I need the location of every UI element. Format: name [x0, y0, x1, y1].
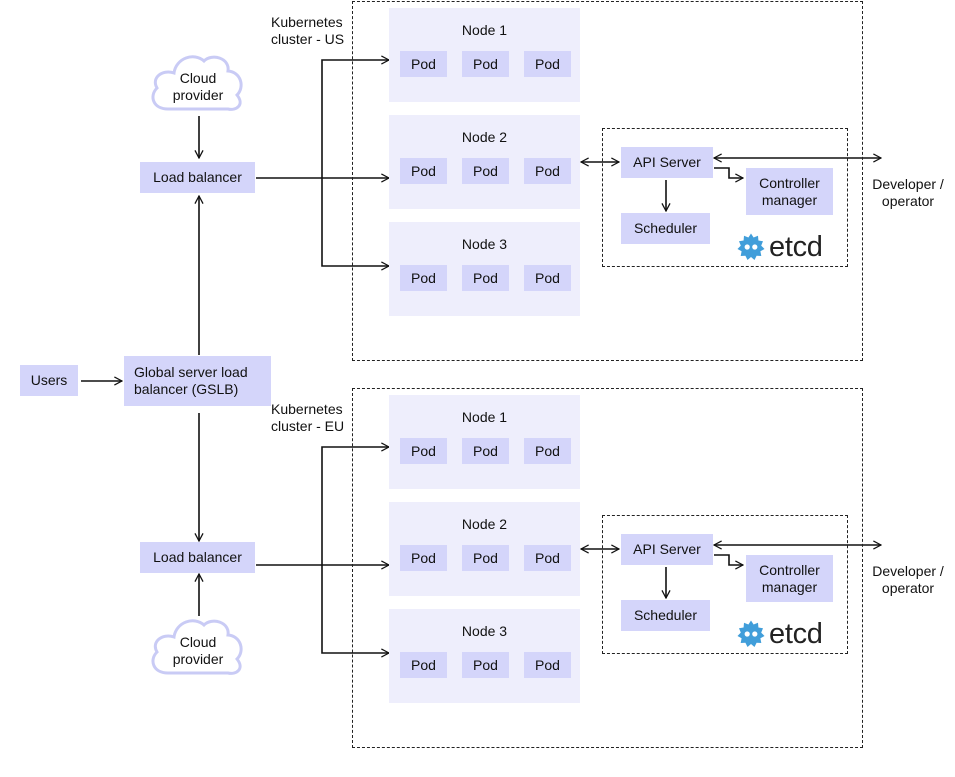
gslb-box: Global server load balancer (GSLB)	[124, 356, 271, 406]
us-node-1: Node 1 Pod Pod Pod	[389, 8, 580, 102]
us-api-controller-arrow	[714, 167, 743, 178]
us-controller-manager: Controller manager	[746, 168, 833, 215]
eu-control-plane	[602, 515, 848, 654]
pod: Pod	[462, 438, 509, 464]
us-scheduler: Scheduler	[621, 213, 710, 244]
us-etcd-logo: etcd	[735, 230, 835, 264]
node-title: Node 1	[461, 22, 508, 38]
node-title: Node 2	[461, 516, 508, 532]
eu-scheduler: Scheduler	[621, 600, 710, 631]
us-cluster	[352, 1, 863, 361]
eu-api-server: API Server	[621, 534, 713, 565]
eu-cloud-provider: Cloud provider	[148, 614, 248, 680]
us-cluster-label: Kubernetes cluster - US	[271, 14, 345, 47]
eu-etcd-logo: etcd	[735, 617, 835, 651]
cloud-icon	[151, 55, 243, 111]
eu-controller-manager: Controller manager	[746, 555, 833, 602]
pod: Pod	[400, 438, 447, 464]
eu-node-3: Node 3 Pod Pod Pod	[389, 609, 580, 703]
us-cloud-provider: Cloud provider	[148, 50, 248, 116]
pod: Pod	[400, 51, 447, 77]
cloud-icon	[151, 619, 243, 675]
eu-cluster-label: Kubernetes cluster - EU	[271, 401, 345, 434]
pod: Pod	[524, 652, 571, 678]
pod: Pod	[524, 158, 571, 184]
eu-cluster	[352, 388, 863, 748]
node-title: Node 3	[461, 236, 508, 252]
eu-lb-to-node3-arrow	[321, 565, 389, 653]
pod: Pod	[524, 265, 571, 291]
cloud-provider-label: Cloud provider	[172, 634, 224, 667]
users-box: Users	[20, 365, 78, 396]
us-api-server: API Server	[621, 147, 713, 178]
pod: Pod	[462, 158, 509, 184]
us-control-plane	[602, 128, 848, 267]
eu-lb-to-node1-arrow	[321, 447, 389, 565]
pod: Pod	[400, 265, 447, 291]
pod: Pod	[524, 438, 571, 464]
us-load-balancer: Load balancer	[140, 162, 255, 193]
cloud-provider-label: Cloud provider	[172, 70, 224, 103]
etcd-label: etcd	[769, 618, 823, 650]
eu-api-controller-arrow	[714, 554, 743, 565]
pod: Pod	[462, 51, 509, 77]
node-title: Node 3	[461, 623, 508, 639]
etcd-icon	[737, 620, 765, 647]
pod: Pod	[400, 545, 447, 571]
node-title: Node 1	[461, 409, 508, 425]
etcd-label: etcd	[769, 231, 823, 263]
pod: Pod	[524, 51, 571, 77]
pod: Pod	[462, 265, 509, 291]
node-title: Node 2	[461, 129, 508, 145]
pod: Pod	[400, 158, 447, 184]
pod: Pod	[462, 652, 509, 678]
eu-developer-operator: Developer / operator	[872, 563, 944, 596]
eu-node-2: Node 2 Pod Pod Pod	[389, 502, 580, 596]
us-node-3: Node 3 Pod Pod Pod	[389, 222, 580, 316]
pod: Pod	[462, 545, 509, 571]
eu-node-1: Node 1 Pod Pod Pod	[389, 395, 580, 489]
us-lb-to-node1-arrow	[321, 60, 389, 178]
pod: Pod	[524, 545, 571, 571]
us-node-2: Node 2 Pod Pod Pod	[389, 115, 580, 209]
us-lb-to-node3-arrow	[321, 178, 389, 266]
pod: Pod	[400, 652, 447, 678]
etcd-icon	[737, 233, 765, 260]
us-developer-operator: Developer / operator	[872, 176, 944, 209]
eu-load-balancer: Load balancer	[140, 542, 255, 573]
